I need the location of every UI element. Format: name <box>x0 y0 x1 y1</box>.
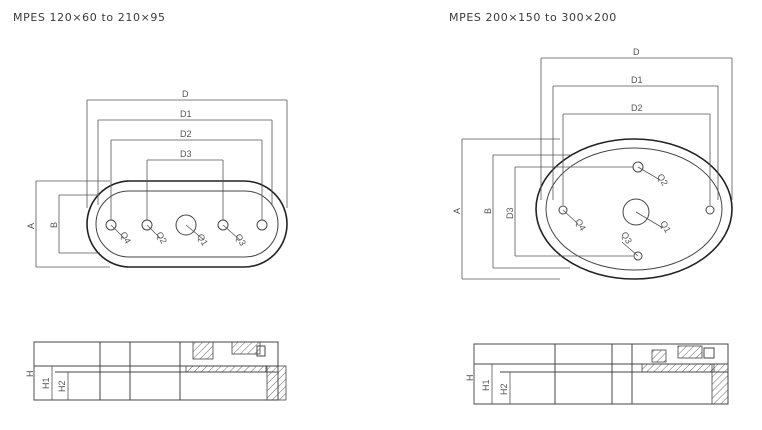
right-hole-q1 <box>622 198 650 226</box>
left-dim-d2: D2 <box>180 129 192 139</box>
left-dim-b: B <box>49 222 59 228</box>
right-dim-d: D <box>633 47 640 57</box>
left-title: MPES 120×60 to 210×95 <box>13 11 166 24</box>
left-dim-d1: D1 <box>180 109 192 119</box>
right-dim-d2: D2 <box>631 103 643 113</box>
right-dim-h: H <box>465 375 475 382</box>
right-dim-b: B <box>483 208 493 214</box>
right-title: MPES 200×150 to 300×200 <box>449 11 617 24</box>
right-plate-outline <box>535 138 733 280</box>
left-side-view: H H1 H2 <box>25 341 287 401</box>
right-hole-q4 <box>558 205 568 215</box>
left-label-q4: Q4 <box>118 230 133 245</box>
right-hole-q5 <box>705 205 715 215</box>
left-dim-d: D <box>182 89 189 99</box>
right-label-q1: Q1 <box>658 219 673 234</box>
right-dim-h1: H1 <box>481 379 491 391</box>
left-hole-q5 <box>256 219 268 231</box>
left-label-q3: Q3 <box>233 232 248 247</box>
right-side-view: H H1 H2 <box>465 343 729 405</box>
left-top-view: D D1 D2 D3 A B Q4 Q2 Q1 Q3 <box>26 89 288 268</box>
left-plate-inner-outline <box>95 190 279 258</box>
right-dim-d1: D1 <box>631 75 643 85</box>
right-label-q4: Q4 <box>573 217 588 232</box>
right-hole-q3 <box>633 251 643 261</box>
right-dim-d3: D3 <box>505 207 515 219</box>
left-plate-outline <box>86 180 288 268</box>
left-dim-h1: H1 <box>41 377 51 389</box>
left-dim-h: H <box>25 371 35 378</box>
right-label-q2: Q2 <box>655 172 670 187</box>
right-label-q3: Q3 <box>619 230 634 245</box>
right-top-view: D D1 D2 A B D3 Q2 Q1 Q3 Q4 <box>452 47 733 280</box>
right-dim-h2: H2 <box>499 383 509 395</box>
right-dim-a: A <box>452 208 462 214</box>
left-dim-d3: D3 <box>180 149 192 159</box>
left-hole-q1 <box>175 214 197 236</box>
left-label-q2: Q2 <box>154 230 169 245</box>
left-dim-h2: H2 <box>57 380 67 392</box>
left-dim-a: A <box>26 223 36 229</box>
right-plate-inner-outline <box>545 147 723 271</box>
